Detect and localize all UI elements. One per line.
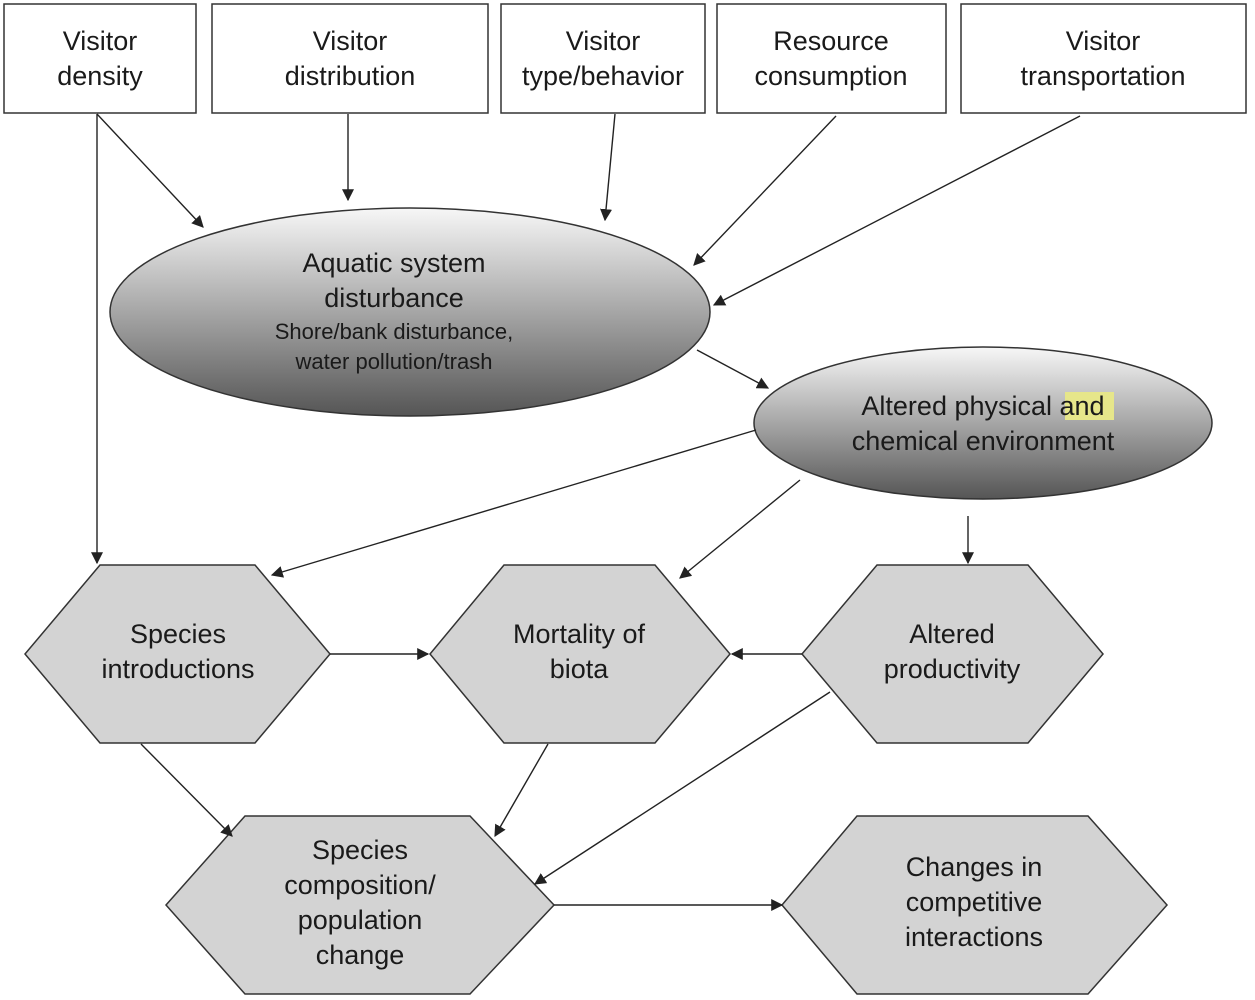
arrow-density-to-disturbance [96, 113, 204, 228]
hex-label-line: Mortality of [513, 619, 646, 649]
aquatic-disturbance-ellipse: Aquatic system disturbance Shore/bank di… [109, 207, 711, 417]
disturbance-detail-line: Shore/bank disturbance, [275, 319, 514, 344]
arrow-mortality-to-composition [494, 743, 549, 838]
hex-label-line: interactions [905, 922, 1043, 952]
driver-box-visitor-transportation: Visitor transportation [960, 3, 1247, 114]
arrow-environment-to-mortality [679, 479, 801, 579]
hex-label-line: Species [312, 835, 408, 865]
driver-label-line: Visitor [63, 26, 138, 56]
hex-label-line: change [316, 940, 405, 970]
driver-label-line: Resource [773, 26, 889, 56]
disturbance-title-line: disturbance [324, 283, 464, 313]
hex-label-line: Species [130, 619, 226, 649]
arrow-introductions-to-composition [140, 743, 233, 837]
arrow-productivity-to-composition [533, 691, 831, 885]
hex-label-line: Changes in [906, 852, 1043, 882]
driver-box-visitor-distribution: Visitor distribution [211, 3, 489, 114]
altered-environment-ellipse: Altered physical and chemical environmen… [753, 346, 1213, 500]
arrow-type-to-disturbance [600, 113, 616, 222]
hex-label-line: productivity [884, 654, 1021, 684]
arrow-disturbance-to-environment [696, 349, 770, 389]
driver-label-line: distribution [285, 61, 416, 91]
arrow-consumption-to-disturbance [693, 115, 837, 266]
driver-label-line: type/behavior [522, 61, 684, 91]
hex-competitive-interactions: Changes in competitive interactions [781, 815, 1169, 995]
hex-label-line: Altered [909, 619, 995, 649]
driver-label-line: Visitor [313, 26, 388, 56]
hex-label-line: population [298, 905, 423, 935]
driver-box-visitor-density: Visitor density [3, 3, 197, 114]
driver-box-resource-consumption: Resource consumption [716, 3, 947, 114]
environment-label-line: chemical environment [852, 426, 1115, 456]
hex-label-line: competitive [906, 887, 1043, 917]
hex-label-line: introductions [101, 654, 254, 684]
hex-mortality-of-biota: Mortality of biota [429, 564, 731, 744]
hex-label-line: composition/ [284, 870, 436, 900]
disturbance-title-line: Aquatic system [302, 248, 485, 278]
driver-label-line: transportation [1020, 61, 1185, 91]
arrow-transportation-to-disturbance [712, 115, 1081, 306]
hex-species-composition: Species composition/ population change [164, 815, 556, 995]
hex-species-introductions: Species introductions [24, 564, 331, 744]
environment-label-highlighted: and [1060, 391, 1105, 421]
disturbance-detail-line: water pollution/trash [295, 349, 493, 374]
driver-label-line: Visitor [1066, 26, 1141, 56]
environment-label-part: Altered physical [861, 391, 1059, 421]
arrow-environment-to-introductions [270, 429, 757, 578]
hex-label-line: biota [550, 654, 610, 684]
hex-altered-productivity: Altered productivity [801, 564, 1104, 744]
driver-label-line: Visitor [566, 26, 641, 56]
highlight-mark [1065, 392, 1114, 420]
driver-label-line: consumption [754, 61, 907, 91]
driver-box-visitor-type: Visitor type/behavior [500, 3, 706, 114]
connector-arrows [91, 113, 1081, 911]
driver-label-line: density [57, 61, 143, 91]
environment-label-line: Altered physical and [861, 391, 1104, 421]
